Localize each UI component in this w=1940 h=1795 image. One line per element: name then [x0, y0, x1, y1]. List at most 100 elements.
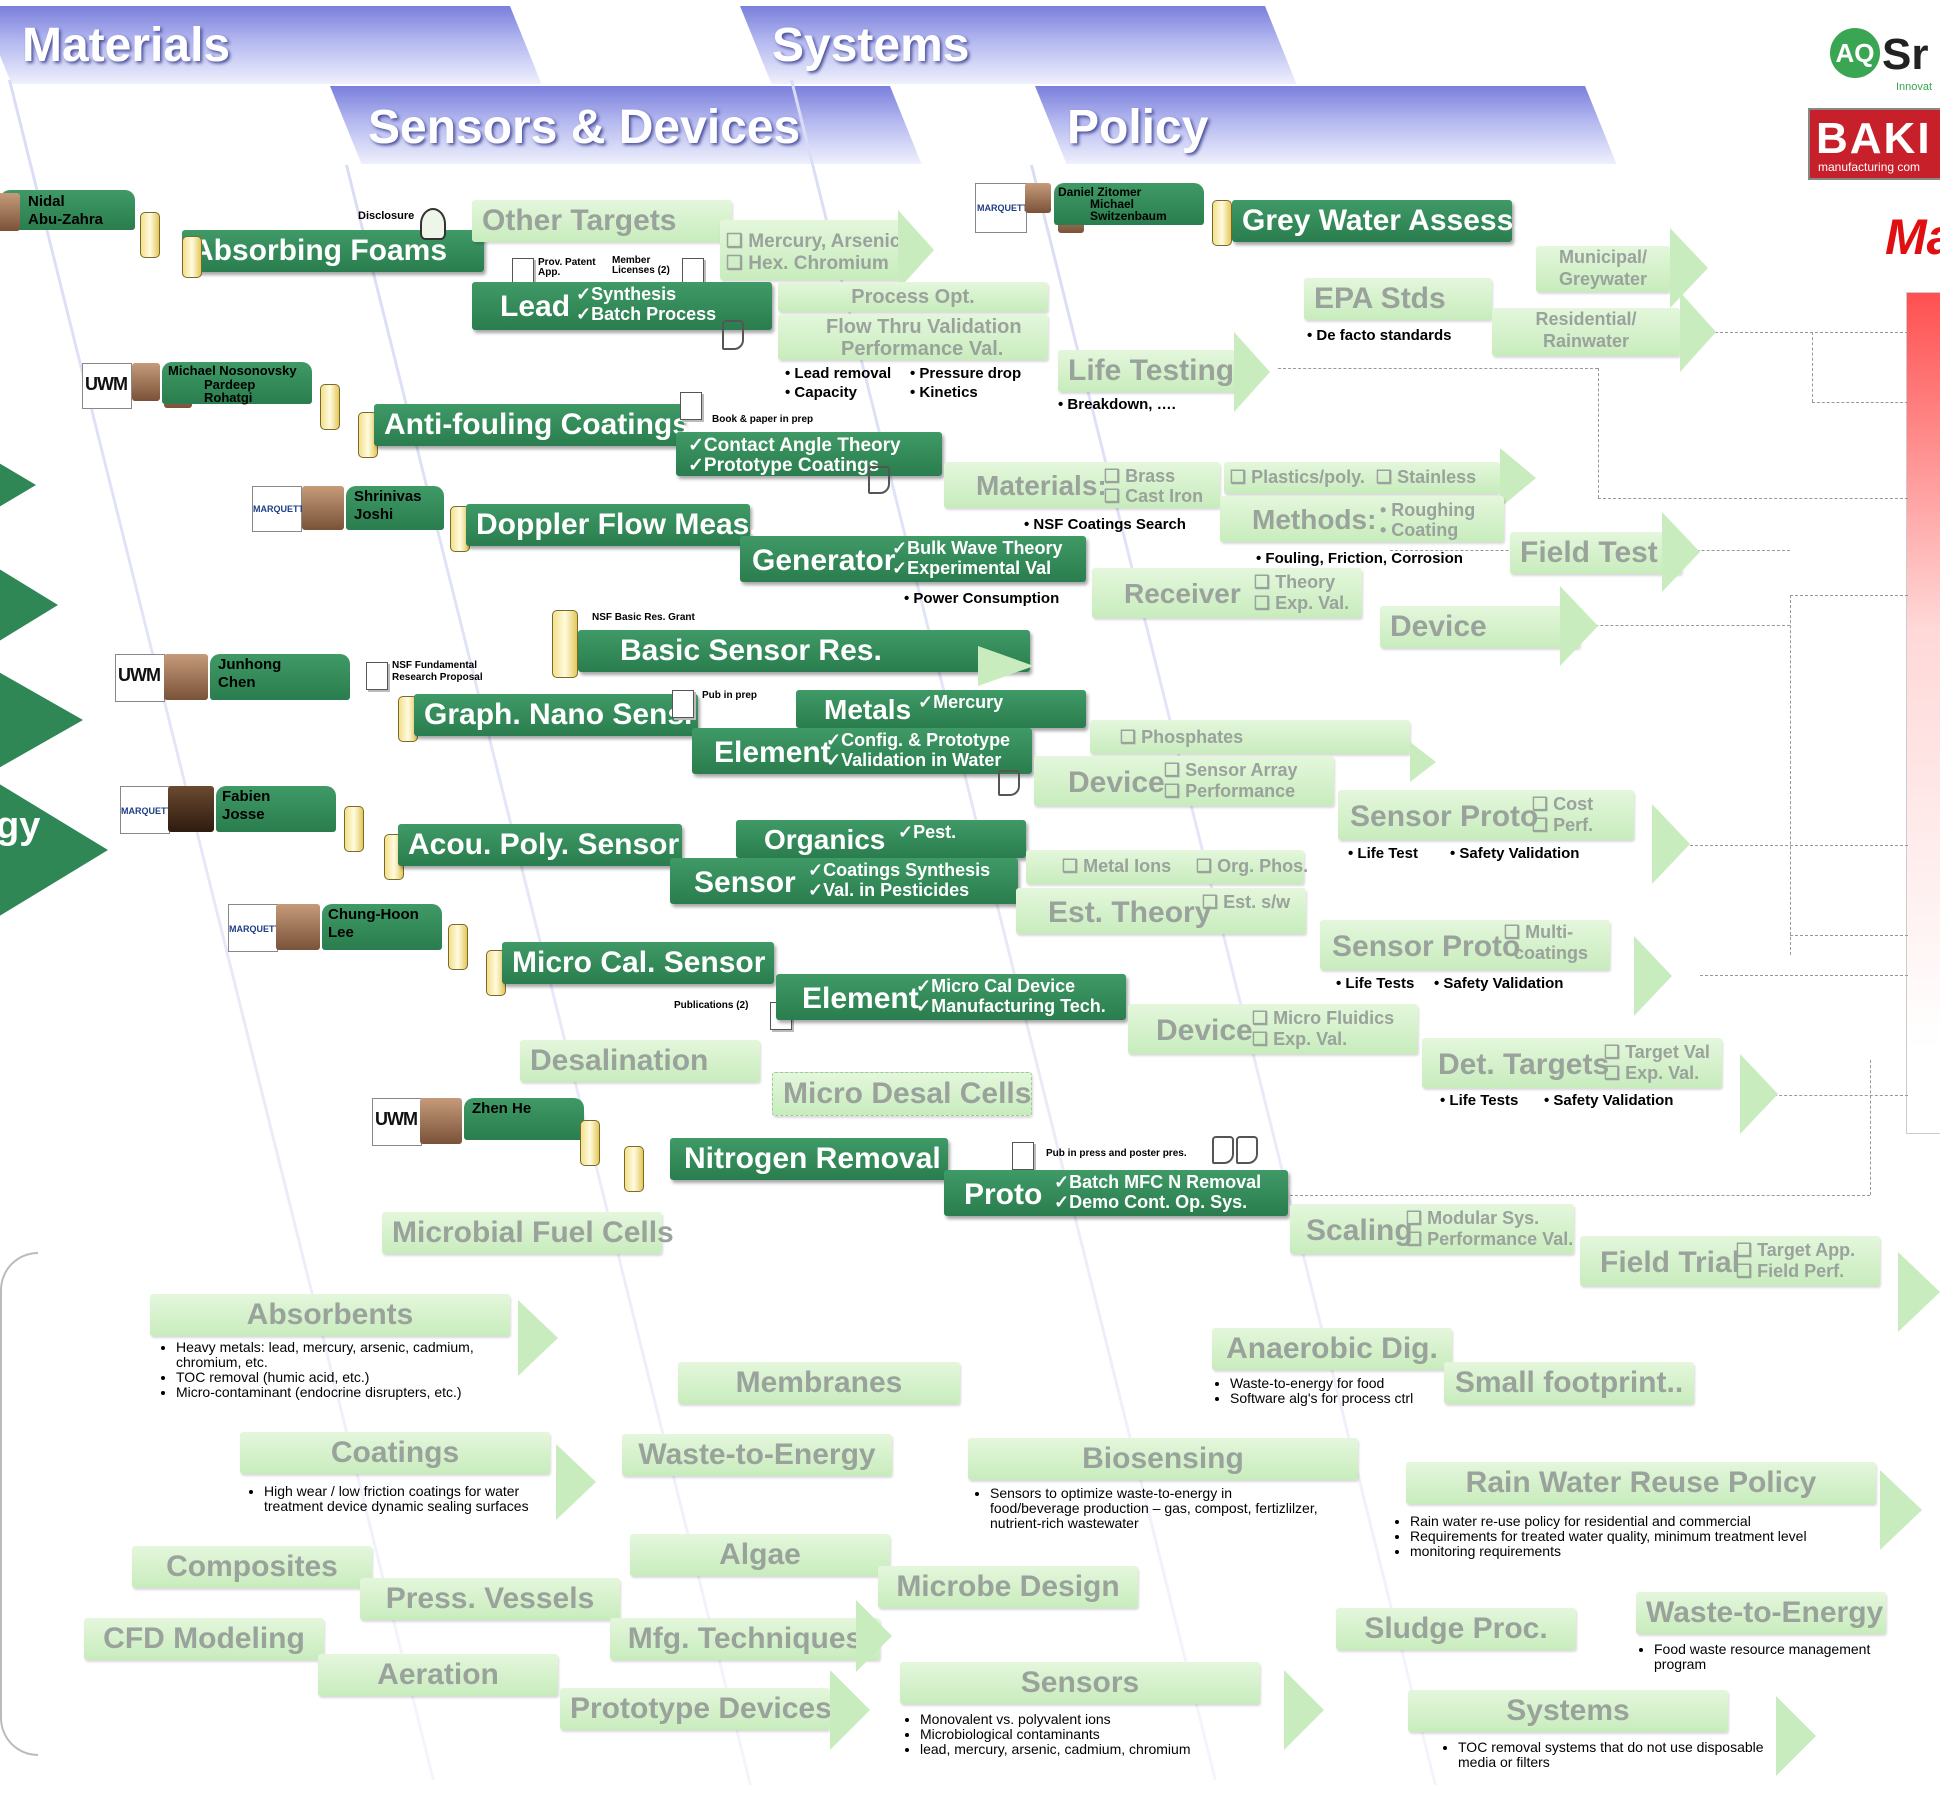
stage-generator: Generator ✓Bulk Wave Theory ✓Experimenta… [740, 536, 1086, 582]
doc-icon [366, 662, 388, 690]
item-field-perf: ❑ Field Perf. [1736, 1261, 1845, 1281]
connector-line [1278, 368, 1598, 369]
field-trial-label: Field Trial [1600, 1246, 1741, 1279]
list-item: Food waste resource management program [1654, 1642, 1894, 1672]
materials-label: Materials: [976, 470, 1107, 501]
note-disclosure: Disclosure [358, 210, 415, 222]
arrow-right [1284, 1670, 1324, 1750]
scroll-icon [320, 384, 340, 430]
arrow-right [1500, 448, 1536, 508]
marquette-logo-text: MARQUETTE [121, 806, 178, 816]
stage-nitrogen: Nitrogen Removal [670, 1138, 948, 1180]
check-val-pest: ✓Val. in Pesticides [808, 880, 970, 900]
item-exp-val4: ❑ Exp. Val. [1604, 1063, 1700, 1083]
connector-line [1790, 935, 1908, 936]
scaling-label: Scaling [1306, 1214, 1413, 1247]
arrow-right [856, 1600, 892, 1672]
element2-label: Element [802, 982, 919, 1015]
stage-plastics: ❑ Plastics/poly. ❑ Stainless [1224, 462, 1500, 494]
item-brass: ❑ Brass [1104, 466, 1176, 486]
item-exp-val3: ❑ Exp. Val. [1252, 1029, 1348, 1049]
stage-methods: Methods: • Roughing • Coating [1220, 496, 1504, 542]
arrow-right [978, 646, 1034, 686]
check-coatings-synth: ✓Coatings Synthesis [808, 860, 991, 880]
box-aeration: Aeration [318, 1654, 558, 1696]
box-sludge: Sludge Proc. [1336, 1608, 1576, 1650]
item-stainless: ❑ Stainless [1376, 467, 1477, 487]
connector-line [1764, 1095, 1908, 1096]
person-name-michael-n: Michael Nosonovsky [168, 363, 297, 378]
note-pub-prep: Pub in prep [702, 690, 757, 701]
element-label: Element [714, 736, 831, 769]
box-mfg-techniques: Mfg. Techniques [610, 1618, 880, 1660]
check-batch-mfc: ✓Batch MFC N Removal [1054, 1172, 1262, 1192]
list-item: Heavy metals: lead, mercury, arsenic, ca… [176, 1340, 536, 1370]
scroll-icon [1212, 200, 1232, 246]
stage-phosphates: ❑ Phosphates [1090, 720, 1410, 754]
scroll-icon [580, 1120, 600, 1166]
bullet-breakdown: • Breakdown, …. [1058, 396, 1176, 413]
uwm-logo-box: UWM [82, 363, 132, 409]
sensors-title: Sensors & Devices [368, 101, 801, 154]
person-name-pardeep: Pardeep Rohatgi [204, 377, 256, 405]
bullet-fouling: • Fouling, Friction, Corrosion [1256, 550, 1463, 567]
connector-line [1870, 1060, 1871, 1195]
person-tag-zhen [464, 1098, 584, 1140]
device3-label: Device [1156, 1014, 1253, 1047]
stage-graph-nano: Graph. Nano Sens. [414, 694, 698, 736]
list-item: lead, mercury, arsenic, cadmium, chromiu… [920, 1742, 1320, 1757]
list-item: Requirements for treated water quality, … [1410, 1529, 1920, 1544]
connector-line [1790, 595, 1791, 955]
methods-label: Methods: [1252, 504, 1377, 535]
doc-icon [1012, 1142, 1034, 1170]
stage-sensor-proto: Sensor Proto ❑ Cost ❑ Perf. [1338, 790, 1634, 840]
person-name-chung: Chung-Hoon Lee [328, 906, 418, 941]
list-item: Software alg's for process ctrl [1230, 1391, 1490, 1406]
list-rain-water: Rain water re-use policy for residential… [1380, 1514, 1920, 1559]
avatar-junhong [164, 654, 208, 700]
person-tag-chung [322, 904, 442, 950]
person-tag-fabien [216, 786, 336, 832]
avatar-michael-n [132, 363, 160, 401]
check-prototype-coatings: ✓Prototype Coatings [688, 455, 880, 476]
stage-life-testing: Life Testing [1058, 350, 1238, 392]
list-item: TOC removal systems that do not use disp… [1458, 1740, 1778, 1770]
bullet-de-facto: • De facto standards [1307, 327, 1452, 344]
proto-label: Proto [964, 1178, 1043, 1211]
person-tag-nidal [0, 190, 135, 230]
stage-municipal: Municipal/ Greywater [1536, 246, 1670, 292]
list-sensors: Monovalent vs. polyvalent ions Microbiol… [890, 1712, 1320, 1757]
stage-micro-desal: Micro Desal Cells [772, 1072, 1032, 1116]
connector-line [1812, 402, 1908, 403]
connector-line [1690, 845, 1908, 846]
marquette-logo-box: MARQUETTE [975, 183, 1034, 233]
marquette-logo-text: MARQUETTE [977, 203, 1034, 213]
list-item: Sensors to optimize waste-to-energy in f… [990, 1486, 1320, 1531]
avatar-fabien [168, 786, 214, 832]
device2-label: Device [1068, 766, 1165, 799]
stage-micro-cal: Micro Cal. Sensor [502, 942, 774, 984]
check-mercury: ✓Mercury [918, 692, 1004, 712]
bullet-safety-val: • Safety Validation [1450, 845, 1580, 862]
box-microbe-design: Microbe Design [878, 1566, 1138, 1608]
list-item: Rain water re-use policy for residential… [1410, 1514, 1920, 1529]
bottom-bracket [0, 1252, 38, 1756]
arrow-right [556, 1444, 596, 1520]
stage-est-theory: Est. Theory ❑ Est. s/w [1016, 888, 1306, 934]
aqua-logo-tagline: Innovat [1896, 81, 1933, 93]
arrow-right [1560, 586, 1598, 666]
right-red-panel [1906, 292, 1940, 1134]
doc-icon [672, 690, 694, 718]
box-membranes: Membranes [678, 1362, 960, 1404]
person-tag-daniel [1054, 183, 1204, 225]
marquette-logo-text: MARQUETTE [229, 924, 286, 934]
item-theory: ❑ Theory [1254, 572, 1336, 592]
connector-line [1290, 1195, 1870, 1196]
item-coating: • Coating [1380, 520, 1459, 540]
bullet-kinetics: • Kinetics [910, 384, 978, 401]
item-hex-chromium: ❑ Hex. Chromium [726, 253, 889, 274]
microscope-icon [1236, 1136, 1258, 1164]
lightbulb-icon [420, 208, 446, 240]
stage-contact-angle: ✓Contact Angle Theory ✓Prototype Coating… [676, 432, 942, 476]
list-coatings: High wear / low friction coatings for wa… [228, 1484, 564, 1514]
